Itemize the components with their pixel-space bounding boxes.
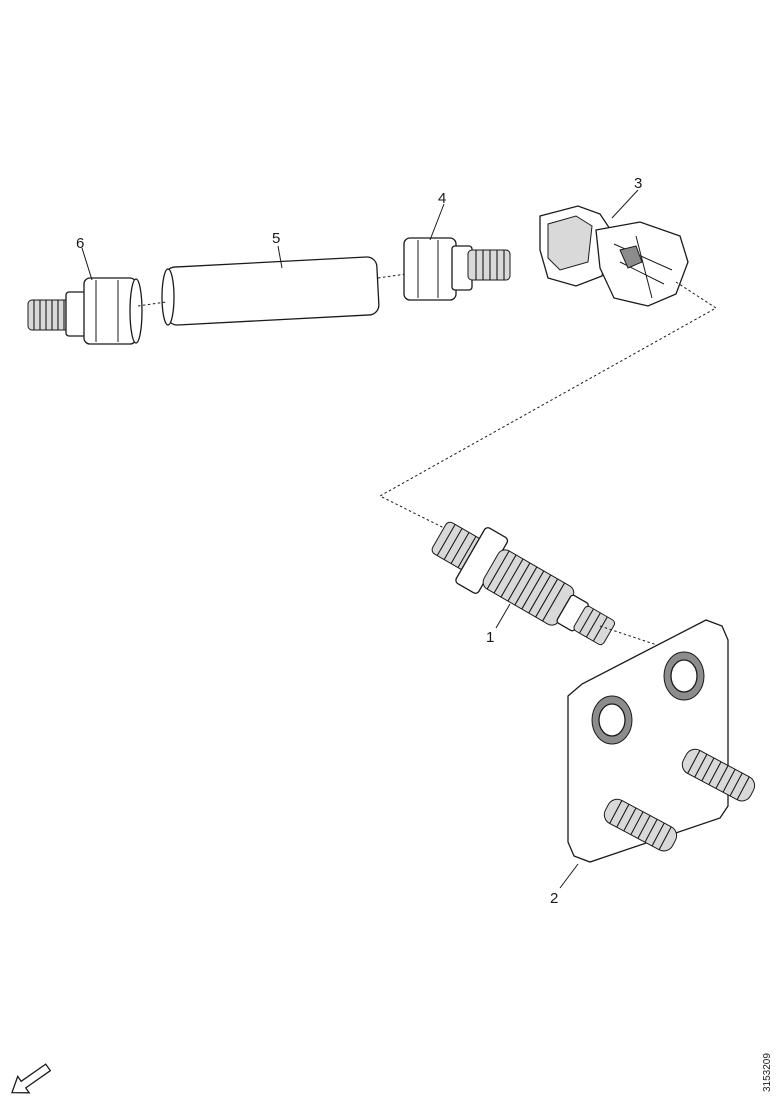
part-6-end-fitting xyxy=(27,277,143,345)
part-4-coupling xyxy=(403,237,511,301)
front-arrow-icon xyxy=(11,1063,52,1094)
part-2-flange-plate xyxy=(567,619,756,863)
callout-2: 2 xyxy=(550,890,558,907)
assembly-line-1-2 xyxy=(599,625,661,647)
callout-3: 3 xyxy=(634,175,642,192)
leader-4 xyxy=(429,203,445,241)
callout-6: 6 xyxy=(76,235,84,252)
assembly-line-3-1 xyxy=(378,281,717,531)
part-3-elbow xyxy=(539,205,689,307)
drawing-number: 3153209 xyxy=(762,1053,773,1092)
part-5-tube xyxy=(161,256,380,326)
leader-2 xyxy=(559,863,579,889)
callout-1: 1 xyxy=(486,629,494,646)
leader-3 xyxy=(611,189,639,219)
assembly-line-5-4 xyxy=(377,273,407,279)
callout-5: 5 xyxy=(272,230,280,247)
leader-5 xyxy=(277,245,283,269)
leader-6 xyxy=(81,247,93,281)
leader-1 xyxy=(495,603,511,629)
callout-4: 4 xyxy=(438,190,446,207)
part-1-threaded-adapter xyxy=(431,521,616,646)
